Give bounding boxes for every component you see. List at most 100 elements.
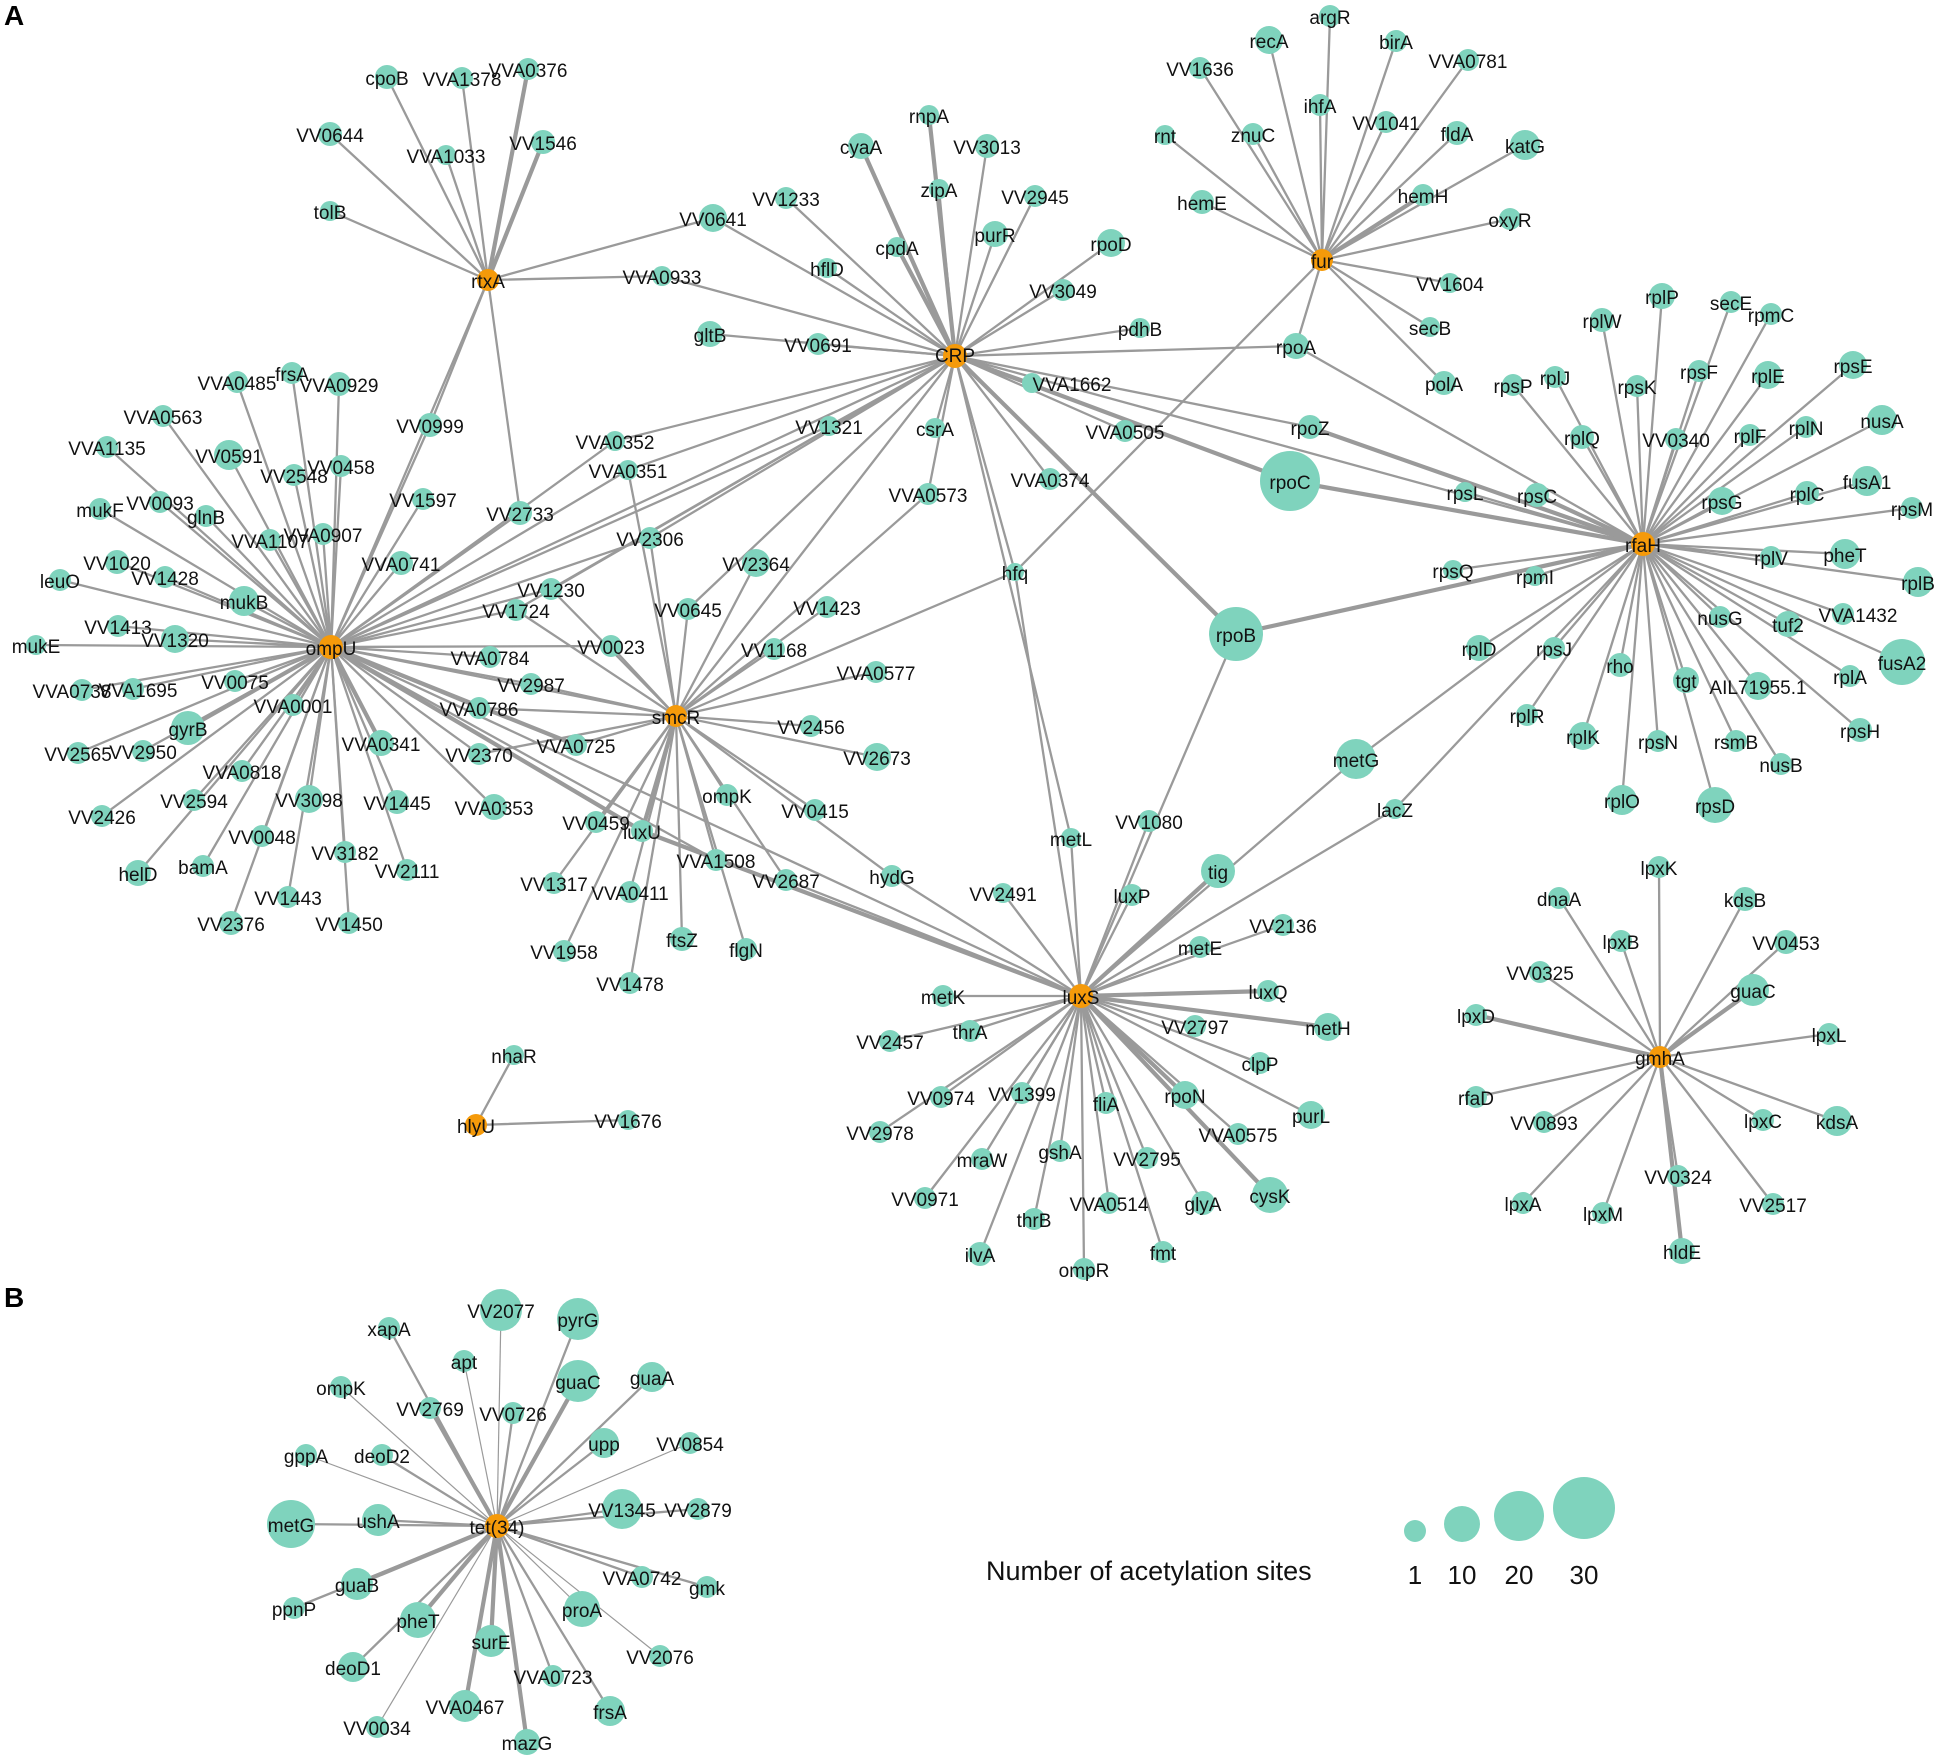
edge-luxs-glya (1079, 994, 1205, 1205)
node-vv2733 (508, 501, 532, 525)
edge-rfah-rho (1618, 542, 1645, 667)
node-vv0854 (679, 1432, 701, 1454)
node-gltb (697, 321, 723, 347)
edge-gmha-dnaa (1557, 896, 1662, 1059)
legend-size-label-10: 10 (1448, 1560, 1477, 1590)
node-vva0467 (449, 1690, 481, 1722)
edge-ompu-vv0093 (158, 500, 333, 649)
label-guac: guaC (1730, 982, 1775, 1003)
node-lpxa (1512, 1192, 1534, 1214)
edge-crp-vva0352 (613, 354, 957, 443)
edge-rfah-rplp (1641, 294, 1664, 546)
label-vv2306: VV2306 (616, 530, 684, 551)
node-vv0893 (1533, 1111, 1555, 1133)
edge-gmha-vv2517 (1658, 1055, 1775, 1206)
edge-rfah-rpsg (1641, 499, 1724, 546)
label-ompr: ompR (1059, 1261, 1110, 1282)
edge-tet-34-proa (496, 1525, 583, 1610)
edge-smcr-vva0573 (674, 492, 930, 718)
node-xapa (378, 1317, 400, 1339)
node-gppa (295, 1444, 317, 1466)
node-vva1695 (122, 678, 144, 700)
label-vva1508: VVA1508 (677, 852, 756, 873)
edge-crp-cpda (894, 244, 958, 359)
node-rnt (1155, 125, 1175, 145)
edge-ompu-vv0458 (329, 464, 343, 649)
node-vva1508 (705, 849, 727, 871)
label-vv1724: VV1724 (482, 602, 550, 623)
node-vv1320 (161, 625, 189, 653)
node-rple (1754, 361, 1782, 389)
label-vv1423: VV1423 (793, 599, 861, 620)
node-vv2950 (132, 740, 154, 762)
label-rsmb: rsmB (1714, 733, 1758, 754)
label-vva0725: VVA0725 (537, 737, 616, 758)
label-fmt: fmt (1150, 1244, 1177, 1265)
edge-luxs-vv2797 (1079, 994, 1197, 1028)
label-vv2978: VV2978 (846, 1124, 914, 1145)
label-vva0929: VVA0929 (300, 376, 379, 397)
label-meth: metH (1305, 1019, 1350, 1040)
node-vva0577 (865, 661, 887, 683)
label-tig: tig (1208, 863, 1228, 884)
label-ail71955-1: AIL71955.1 (1709, 678, 1806, 699)
edge-smcr-vv2987 (529, 682, 678, 718)
label-vv2111: VV2111 (375, 862, 440, 883)
edge-rtxa-vva0376 (485, 66, 531, 283)
label-vv0075: VV0075 (201, 673, 269, 694)
label-ompk-b: ompK (316, 1379, 366, 1400)
edge-rfah-rpoc (1287, 478, 1646, 547)
node-luxq (1257, 980, 1279, 1002)
node-vv0974 (930, 1086, 952, 1108)
edge-rfah-rplr (1525, 542, 1645, 717)
node-guac-b (557, 1360, 599, 1402)
edge-ompu-vva0351 (329, 468, 630, 649)
edge-rfah-rpsh (1641, 542, 1862, 732)
node-fusa2 (1879, 639, 1925, 685)
label-rnt: rnt (1154, 127, 1177, 148)
node-hlde (1669, 1238, 1695, 1264)
legend-circle-1 (1404, 1520, 1426, 1542)
edge-tet-34-ompk (340, 1386, 498, 1527)
label-pdhb: pdhB (1118, 320, 1162, 341)
label-tuf2: tuf2 (1772, 616, 1804, 637)
node-mukf (89, 498, 111, 520)
node-vv2364 (742, 549, 770, 577)
edge-tet-34-metg (289, 1522, 499, 1528)
edge-luxs-hfq (1013, 570, 1083, 998)
label-vva0738: VVA0738 (33, 682, 112, 703)
label-muke: mukE (12, 637, 61, 658)
label-kdsa: kdsA (1816, 1113, 1859, 1134)
legend-circle-10 (1444, 1506, 1480, 1542)
node-vva0341 (368, 730, 394, 756)
label-vv3049: VV3049 (1029, 282, 1097, 303)
edge-tet-34-vv0726 (495, 1411, 515, 1528)
node-vv1450 (338, 912, 360, 934)
edge-luxs-ilva (978, 994, 1083, 1256)
edge-gmha-lpxk (1657, 865, 1662, 1059)
edge-ompu-luxu (328, 644, 645, 834)
node-vv0999 (418, 413, 442, 437)
label-purr: purR (974, 226, 1015, 247)
node-vv1546 (531, 130, 555, 154)
node-vv1413 (107, 615, 129, 637)
hub-node-smcr (665, 705, 687, 727)
label-rplo: rplO (1604, 792, 1640, 813)
label-vv2987: VV2987 (497, 676, 565, 697)
edge-ompu-vv1320 (173, 637, 333, 649)
edge-luxs-thra (968, 994, 1083, 1033)
node-gmk (696, 1576, 718, 1598)
edge-rfah-rpob (1233, 541, 1646, 637)
edge-luxs-metl (1069, 836, 1083, 998)
label-vv0415: VV0415 (781, 802, 849, 823)
hub-node-hlyu (465, 1114, 487, 1136)
node-lpxc (1752, 1109, 1774, 1131)
node-vva0505 (1114, 420, 1136, 442)
label-rfah: rfaH (1625, 536, 1661, 557)
label-guaa: guaA (630, 1369, 675, 1390)
edge-rfah-sece (1641, 300, 1733, 546)
label-mukb: mukB (220, 593, 269, 614)
node-hfq (1006, 563, 1024, 581)
label-vva0467: VVA0467 (426, 1698, 505, 1719)
legend-size-label-1: 1 (1408, 1560, 1422, 1590)
